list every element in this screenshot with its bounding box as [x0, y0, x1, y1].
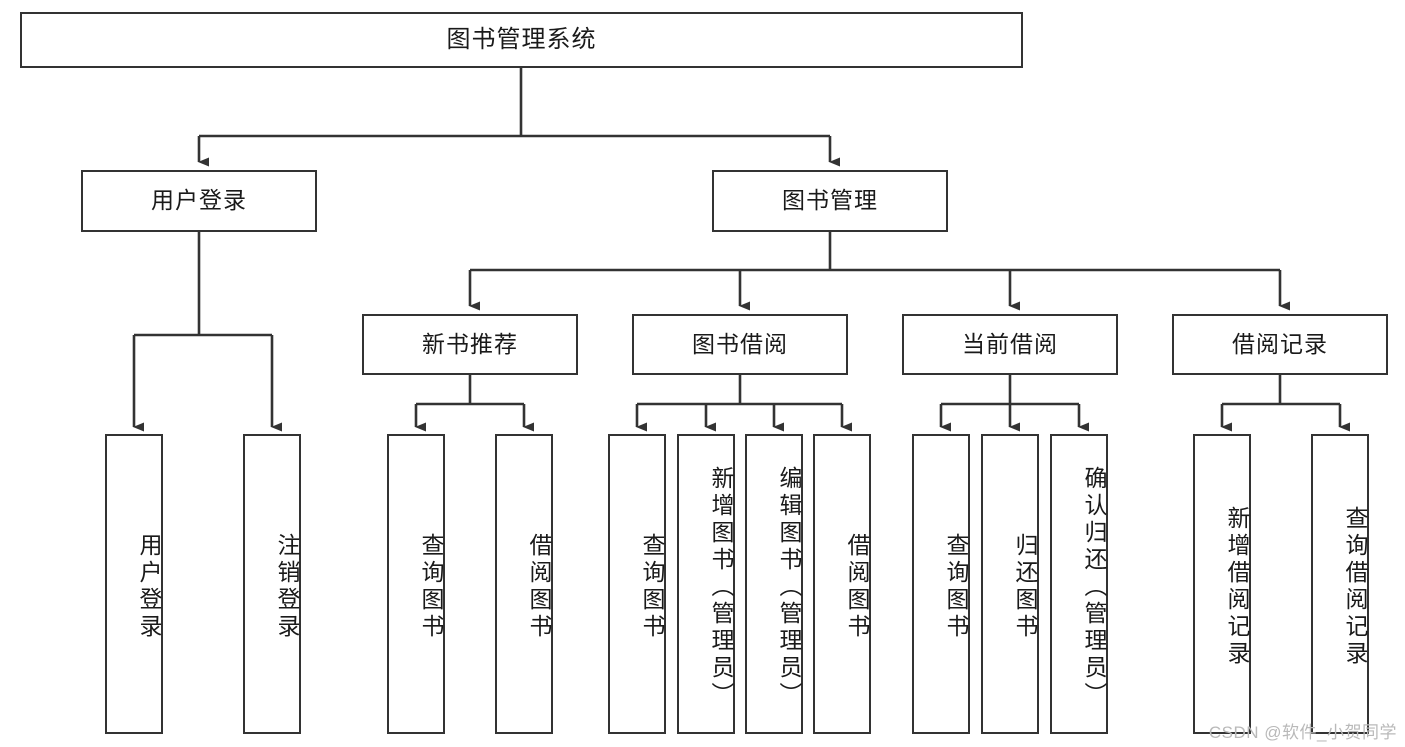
node-leaf-borrow-book[interactable]: 借阅图书	[813, 434, 871, 734]
node-label: 用户登录	[151, 187, 247, 214]
node-book-manage[interactable]: 图书管理	[712, 170, 948, 232]
node-label: 查询图书	[943, 533, 969, 641]
node-leaf-query-book-borrow[interactable]: 查询图书	[608, 434, 666, 734]
node-label: 查询图书	[639, 533, 665, 641]
node-leaf-query-book-current[interactable]: 查询图书	[912, 434, 970, 734]
node-label: 图书借阅	[692, 330, 788, 357]
node-book-borrow[interactable]: 图书借阅	[632, 314, 848, 375]
node-leaf-add-borrow-record[interactable]: 新增借阅记录	[1193, 434, 1251, 734]
node-label: 用户登录	[136, 533, 162, 641]
node-leaf-return-book[interactable]: 归还图书	[981, 434, 1039, 734]
node-new-book-recommend[interactable]: 新书推荐	[362, 314, 578, 375]
node-leaf-confirm-return-admin[interactable]: 确认归还（管理员）	[1050, 434, 1108, 734]
node-label: 归还图书	[1012, 533, 1038, 641]
node-label: 新增图书（管理员）	[708, 465, 734, 709]
node-label: 图书管理系统	[446, 25, 597, 53]
node-label: 查询借阅记录	[1342, 506, 1368, 668]
node-label: 注销登录	[274, 533, 300, 641]
node-leaf-borrow-book-recommend[interactable]: 借阅图书	[495, 434, 553, 734]
node-leaf-query-borrow-record[interactable]: 查询借阅记录	[1311, 434, 1369, 734]
node-root-system[interactable]: 图书管理系统	[20, 12, 1023, 68]
node-label: 当前借阅	[962, 330, 1058, 357]
node-label: 确认归还（管理员）	[1081, 465, 1107, 709]
node-current-borrow[interactable]: 当前借阅	[902, 314, 1118, 375]
node-borrow-record[interactable]: 借阅记录	[1172, 314, 1388, 375]
node-label: 新增借阅记录	[1224, 506, 1250, 668]
node-user-login[interactable]: 用户登录	[81, 170, 317, 232]
node-label: 查询图书	[418, 533, 444, 641]
node-leaf-add-book-admin[interactable]: 新增图书（管理员）	[677, 434, 735, 734]
node-leaf-edit-book-admin[interactable]: 编辑图书（管理员）	[745, 434, 803, 734]
node-leaf-user-login[interactable]: 用户登录	[105, 434, 163, 734]
node-label: 借阅记录	[1232, 330, 1328, 357]
node-leaf-query-book-recommend[interactable]: 查询图书	[387, 434, 445, 734]
node-label: 借阅图书	[526, 533, 552, 641]
node-label: 图书管理	[782, 187, 878, 214]
node-label: 新书推荐	[422, 330, 518, 357]
node-leaf-logout[interactable]: 注销登录	[243, 434, 301, 734]
node-label: 借阅图书	[844, 533, 870, 641]
node-label: 编辑图书（管理员）	[776, 465, 802, 709]
csdn-watermark: CSDN @软件_小贺同学	[1208, 723, 1397, 742]
